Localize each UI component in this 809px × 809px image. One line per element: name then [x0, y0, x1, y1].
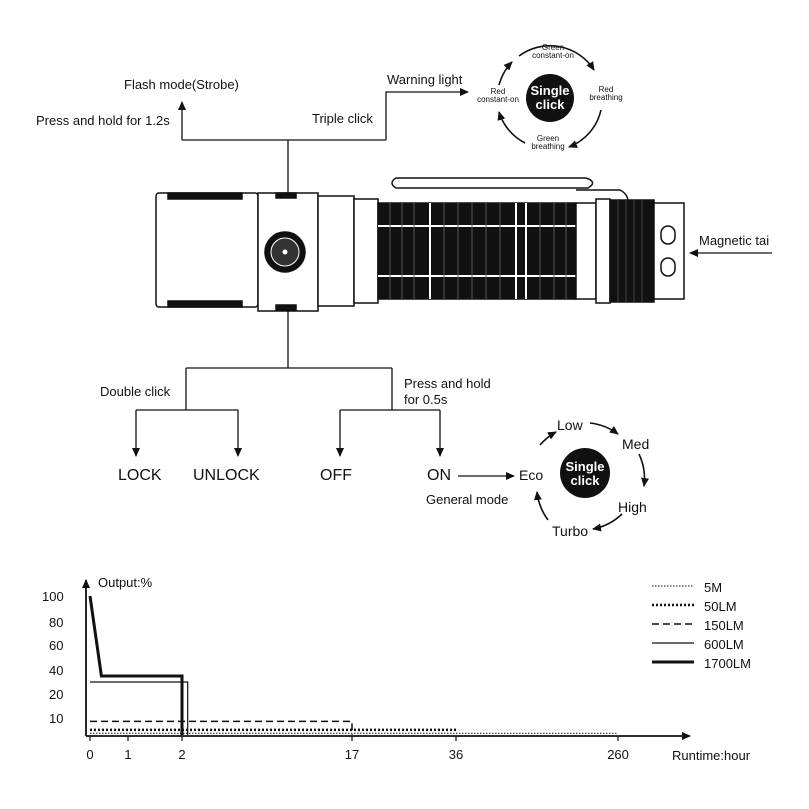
y-tick-100: 100 — [42, 589, 64, 604]
mode-low-label: Low — [557, 417, 583, 433]
double-click-label: Double click — [100, 384, 171, 399]
series-600lm-line — [90, 681, 189, 735]
legend-item-50lm: 50LM — [652, 597, 772, 615]
x-tick-17: 17 — [344, 747, 360, 762]
chart-x-label: Runtime:hour — [672, 748, 751, 763]
chart-y-label: Output:% — [98, 575, 153, 590]
mode-turbo-label: Turbo — [552, 523, 589, 539]
mode-med-label: Med — [622, 436, 650, 452]
on-label: ON — [427, 467, 451, 484]
mode-single-click-button — [560, 448, 610, 498]
press-hold-05s-label: Press and hold for 0.5s — [404, 376, 491, 408]
flashlight-illustration — [155, 177, 685, 312]
press-hold-12s-label: Press and hold for 1.2s — [36, 113, 170, 128]
lock-label: LOCK — [118, 467, 162, 484]
series-1700lm-line — [88, 595, 184, 735]
y-tick-60: 60 — [49, 638, 64, 653]
legend-label: 150LM — [704, 618, 744, 633]
legend-label: 1700LM — [704, 656, 751, 671]
legend-item-5m: 5M — [652, 578, 772, 596]
off-label: OFF — [320, 467, 352, 484]
legend-label: 600LM — [704, 637, 744, 652]
x-tick-260: 260 — [607, 747, 629, 762]
mode-cycle-diagram — [533, 422, 649, 532]
legend-item-150lm: 150LM — [652, 616, 772, 634]
bottom-connectors — [132, 311, 515, 480]
x-tick-2: 2 — [178, 747, 186, 762]
legend-item-600lm: 600LM — [652, 635, 772, 653]
unlock-label: UNLOCK — [193, 467, 260, 484]
legend-label: 5M — [704, 580, 723, 595]
legend-label: 50LM — [704, 599, 737, 614]
magnetic-tail-label: Magnetic tai — [699, 233, 770, 248]
flash-mode-label: Flash mode(Strobe) — [124, 77, 239, 92]
y-tick-40: 40 — [49, 663, 64, 678]
top-connectors — [178, 88, 772, 257]
legend-item-1700lm: 1700LM — [652, 654, 772, 672]
warning-light-label: Warning light — [387, 72, 463, 87]
warning-cycle-diagram — [497, 44, 602, 148]
mode-center-label: Single click — [565, 459, 605, 488]
y-tick-80: 80 — [49, 615, 64, 630]
runtime-chart — [82, 579, 694, 741]
red-breathing-label: Red breathing — [589, 85, 623, 103]
warning-single-click-button — [526, 74, 574, 122]
green-breathing-label: Green breathing — [531, 134, 565, 152]
chart-legend-lines — [652, 585, 694, 664]
green-constant-on-label: Green constant-on — [532, 43, 574, 61]
mode-high-label: High — [618, 499, 647, 515]
triple-click-label: Triple click — [312, 111, 373, 126]
x-tick-36: 36 — [448, 747, 464, 762]
x-tick-0: 0 — [86, 747, 94, 762]
warning-center-label: Single click — [530, 83, 570, 112]
x-tick-1: 1 — [124, 747, 132, 762]
mode-eco-label: Eco — [519, 467, 544, 483]
chart-series-layer — [88, 595, 619, 741]
y-tick-20: 20 — [49, 687, 64, 702]
general-mode-label: General mode — [426, 492, 509, 507]
red-constant-on-label: Red constant-on — [477, 87, 519, 105]
y-tick-10: 10 — [49, 711, 64, 726]
